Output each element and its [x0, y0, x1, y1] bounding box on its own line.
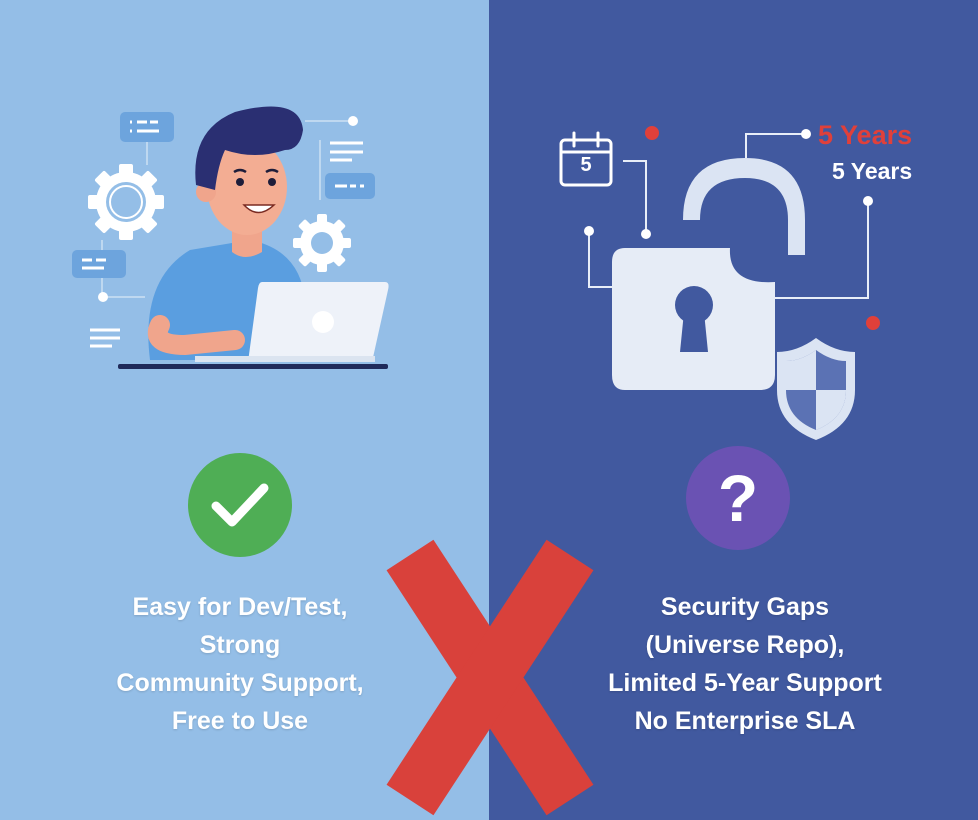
caption-line: Community Support, — [116, 669, 364, 697]
chat-bubble-icon — [72, 250, 126, 278]
question-icon: ? — [717, 461, 759, 535]
gear-icon — [293, 214, 351, 272]
pros-caption: Easy for Dev/Test, Strong Community Supp… — [40, 588, 440, 740]
question-badge: ? — [686, 446, 790, 550]
support-years-label: 5 Years — [832, 158, 913, 184]
chat-bubble-icon — [120, 112, 174, 142]
cons-caption: Security Gaps (Universe Repo), Limited 5… — [545, 588, 945, 740]
right-panel-cons — [489, 0, 978, 820]
check-badge — [188, 453, 292, 557]
caption-line: No Enterprise SLA — [634, 707, 856, 735]
check-icon — [211, 483, 269, 527]
developer-illustration — [72, 106, 389, 369]
red-cross-icon — [386, 539, 594, 816]
caption-line: Security Gaps — [660, 593, 830, 621]
keyhole-icon — [675, 286, 713, 352]
lock-illustration — [559, 126, 880, 440]
shield-icon — [777, 338, 855, 440]
calendar-number: 5 — [580, 154, 592, 176]
gear-icon — [88, 164, 164, 240]
caption-line: Easy for Dev/Test, — [132, 593, 348, 621]
support-years-label-red: 5 Years — [818, 120, 913, 150]
caption-line: (Universe Repo), — [645, 631, 845, 659]
caption-line: Limited 5-Year Support — [608, 669, 882, 697]
caption-line: Free to Use — [171, 707, 309, 735]
laptop-icon — [195, 282, 389, 362]
padlock-shackle — [683, 158, 805, 255]
calendar-icon — [559, 131, 613, 187]
caption-line: Strong — [199, 631, 281, 659]
